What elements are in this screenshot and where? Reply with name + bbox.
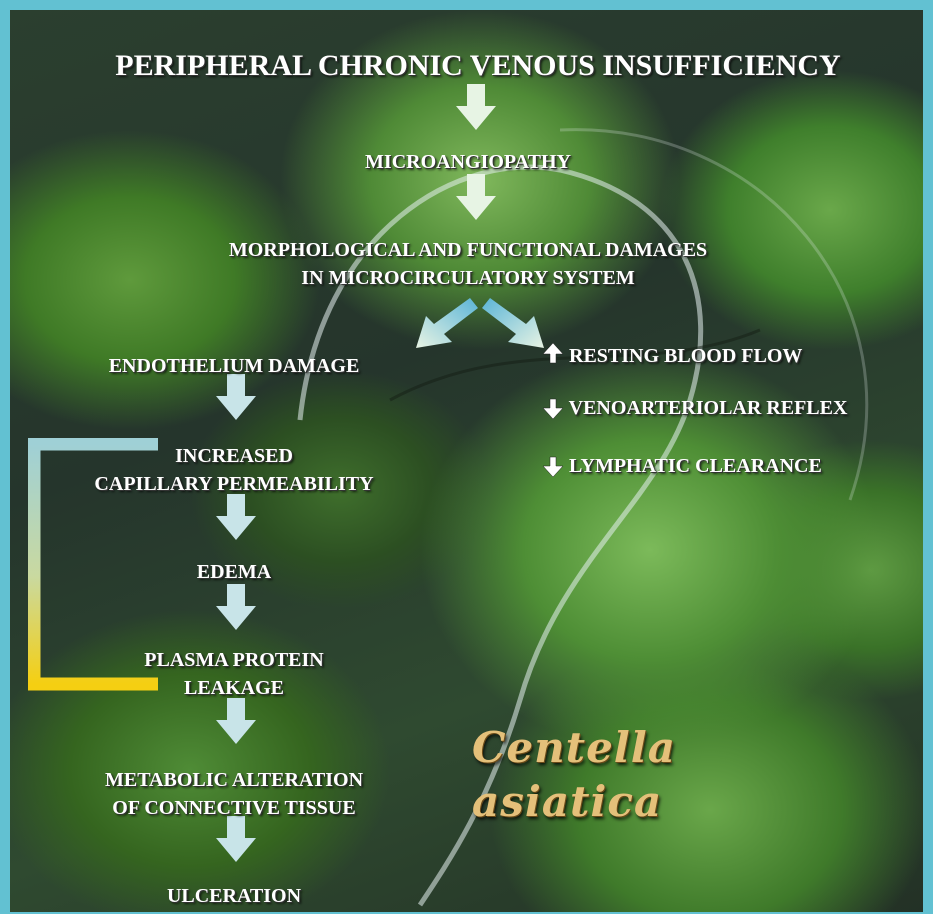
arrow-down-left-icon xyxy=(410,294,480,354)
arrow-up-icon xyxy=(542,342,564,364)
effect-resting-blood-flow: RESTING BLOOD FLOW xyxy=(542,342,802,370)
node-metabolic: METABOLIC ALTERATION OF CONNECTIVE TISSU… xyxy=(105,766,363,822)
node-plasma-line1: PLASMA PROTEIN xyxy=(144,646,323,674)
effect-label: LYMPHATIC CLEARANCE xyxy=(569,455,822,477)
node-ulceration: ULCERATION xyxy=(167,882,301,910)
arrow-down-icon xyxy=(542,456,564,478)
arrow-down-icon xyxy=(542,398,564,420)
node-metabolic-line2: OF CONNECTIVE TISSUE xyxy=(105,794,363,822)
arrow-down-icon xyxy=(216,374,256,420)
node-plasma-line2: LEAKAGE xyxy=(144,674,323,702)
node-microangiopathy: MICROANGIOPATHY xyxy=(365,148,571,176)
node-metabolic-line1: METABOLIC ALTERATION xyxy=(105,766,363,794)
node-permeability-line1: INCREASED xyxy=(94,442,373,470)
arrow-down-right-icon xyxy=(480,294,550,354)
effect-lymphatic-clearance: LYMPHATIC CLEARANCE xyxy=(542,452,822,480)
arrow-down-icon xyxy=(216,584,256,630)
arrow-down-icon xyxy=(216,816,256,862)
arrow-down-icon xyxy=(456,174,496,220)
plant-name-line1: Centella xyxy=(472,724,676,772)
node-plasma: PLASMA PROTEIN LEAKAGE xyxy=(144,646,323,702)
effect-label: VENOARTERIOLAR REFLEX xyxy=(569,397,848,419)
effect-venoarteriolar-reflex: VENOARTERIOLAR REFLEX xyxy=(542,394,847,422)
node-damages: MORPHOLOGICAL AND FUNCTIONAL DAMAGES IN … xyxy=(229,236,707,292)
node-permeability-line2: CAPILLARY PERMEABILITY xyxy=(94,470,373,498)
node-permeability: INCREASED CAPILLARY PERMEABILITY xyxy=(94,442,373,498)
effect-label: RESTING BLOOD FLOW xyxy=(569,345,802,367)
plant-name-line2: asiatica xyxy=(472,778,662,826)
node-damages-line1: MORPHOLOGICAL AND FUNCTIONAL DAMAGES xyxy=(229,236,707,264)
arrow-down-icon xyxy=(216,494,256,540)
arrow-down-icon xyxy=(216,698,256,744)
arrow-down-icon xyxy=(456,84,496,130)
node-endothelium: ENDOTHELIUM DAMAGE xyxy=(109,352,360,380)
node-edema: EDEMA xyxy=(197,558,271,586)
diagram-title: PERIPHERAL CHRONIC VENOUS INSUFFICIENCY xyxy=(115,52,840,80)
node-damages-line2: IN MICROCIRCULATORY SYSTEM xyxy=(229,264,707,292)
